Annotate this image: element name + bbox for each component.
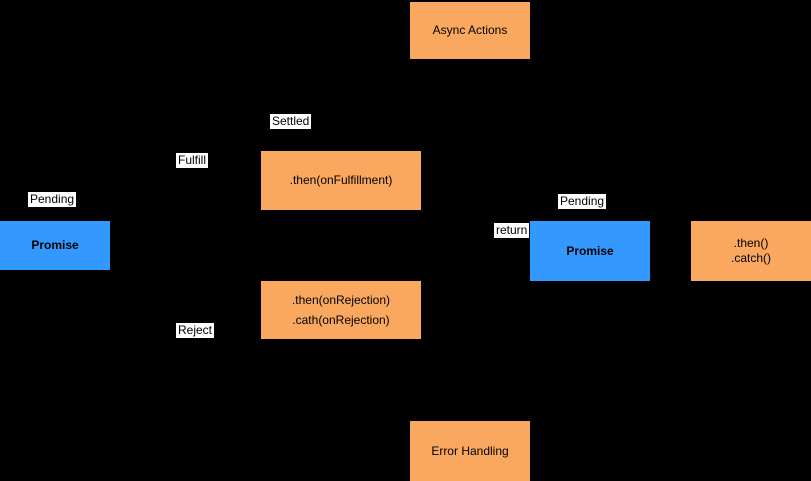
node-promise-right-label: Promise <box>566 243 614 258</box>
node-error-handling-label: Error Handling <box>431 443 509 458</box>
node-then-onrejection[interactable]: .then(onRejection) .cath(onRejection) <box>261 281 421 339</box>
node-async-actions-label: Async Actions <box>432 23 508 37</box>
node-then-catch-line1: .then() <box>733 236 769 250</box>
node-then-onfulfillment-label: .then(onFulfillment) <box>289 173 393 187</box>
edge-label-fulfill[interactable]: Fulfill <box>176 153 209 168</box>
node-then-catch-line2: .catch() <box>730 251 771 265</box>
edge-label-pending-left[interactable]: Pending <box>28 192 77 207</box>
node-error-handling[interactable]: Error Handling <box>410 421 530 481</box>
node-then-onrejection-line2: .cath(onRejection) <box>292 313 390 327</box>
node-then-catch[interactable]: .then() .catch() <box>691 221 811 281</box>
node-promise-left[interactable]: Promise <box>0 221 110 270</box>
node-promise-right[interactable]: Promise <box>530 221 650 281</box>
node-async-actions[interactable]: Async Actions <box>410 2 530 59</box>
node-then-onrejection-line1: .then(onRejection) <box>291 293 391 307</box>
edge-label-pending-right[interactable]: Pending <box>558 194 607 209</box>
edge-label-settled[interactable]: Settled <box>270 114 312 129</box>
node-promise-left-label: Promise <box>31 238 79 252</box>
edge-label-reject[interactable]: Reject <box>176 323 215 338</box>
node-then-onfulfillment[interactable]: .then(onFulfillment) <box>261 151 421 210</box>
edge-label-return[interactable]: return <box>494 223 530 238</box>
